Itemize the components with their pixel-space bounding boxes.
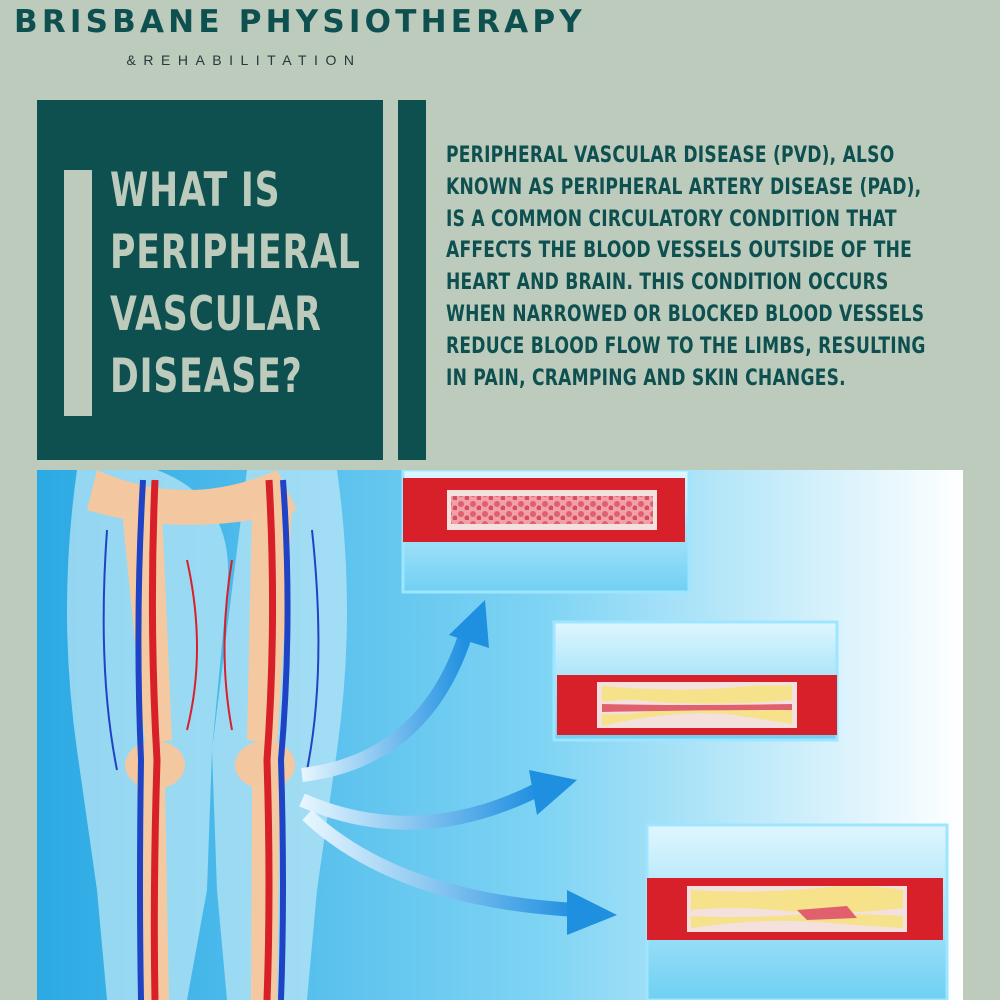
page-title: WHAT IS PERIPHERAL VASCULAR DISEASE? — [110, 160, 361, 408]
vessel-blocked — [645, 823, 949, 1000]
arrows — [299, 600, 617, 935]
title-line: WHAT IS — [110, 163, 281, 218]
divider-bar — [398, 100, 426, 460]
vessel-healthy — [401, 470, 691, 594]
description-line: KNOWN AS PERIPHERAL ARTERY DISEASE (PAD)… — [446, 173, 922, 200]
vascular-illustration-svg — [37, 470, 963, 1000]
description-line: IN PAIN, CRAMPING AND SKIN CHANGES. — [446, 364, 846, 391]
description-line: HEART AND BRAIN. THIS CONDITION OCCURS — [446, 269, 889, 296]
vessel-narrowed — [552, 620, 839, 742]
brand-name: BRISBANE PHYSIOTHERAPY — [14, 4, 586, 40]
vascular-illustration — [37, 470, 963, 1000]
description-line: PERIPHERAL VASCULAR DISEASE (PVD), ALSO — [446, 142, 895, 168]
description-text: PERIPHERAL VASCULAR DISEASE (PVD), ALSO … — [446, 140, 940, 394]
description-line: AFFECTS THE BLOOD VESSELS OUTSIDE OF THE — [446, 237, 913, 264]
title-panel — [37, 100, 383, 460]
title-accent-bar — [64, 170, 92, 416]
description-line: REDUCE BLOOD FLOW TO THE LIMBS, RESULTIN… — [446, 332, 926, 359]
legs-figure — [67, 470, 347, 1000]
title-line: DISEASE? — [110, 349, 303, 404]
title-line: PERIPHERAL — [110, 225, 361, 280]
description-line: IS A COMMON CIRCULATORY CONDITION THAT — [446, 205, 897, 232]
title-line: VASCULAR — [110, 287, 322, 342]
description-line: WHEN NARROWED OR BLOCKED BLOOD VESSELS — [446, 300, 925, 327]
brand-tagline: &REHABILITATION — [126, 52, 362, 68]
